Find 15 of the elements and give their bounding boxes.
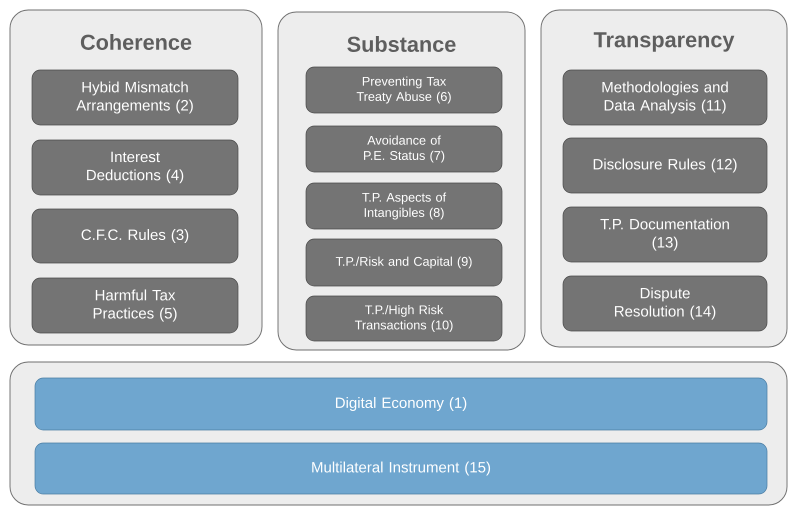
topic-box: Dispute Resolution (14) [562, 276, 768, 332]
topic-box: Methodologies and Data Analysis (11) [562, 70, 768, 126]
topic-box: T.P. Documentation (13) [562, 206, 768, 262]
topic-box: Preventing Tax Treaty Abuse (6) [306, 66, 502, 114]
topic-box: Interest Deductions (4) [32, 140, 238, 196]
topic-box: T.P. Aspects of Intangibles (8) [306, 182, 502, 230]
topic-box: T.P./High Risk Transactions (10) [306, 296, 502, 342]
topic-box: Avoidance of P.E. Status (7) [306, 126, 502, 172]
topic-box: Hybid Mismatch Arrangements (2) [32, 70, 238, 126]
topic-box: T.P./Risk and Capital (9) [306, 238, 502, 286]
topic-box: Harmful Tax Practices (5) [32, 278, 238, 334]
topic-bar: Multilateral Instrument (15) [34, 442, 768, 494]
topic-box: Disclosure Rules (12) [562, 138, 768, 194]
topic-bar: Digital Economy (1) [34, 378, 768, 430]
topic-box: C.F.C. Rules (3) [32, 208, 238, 264]
